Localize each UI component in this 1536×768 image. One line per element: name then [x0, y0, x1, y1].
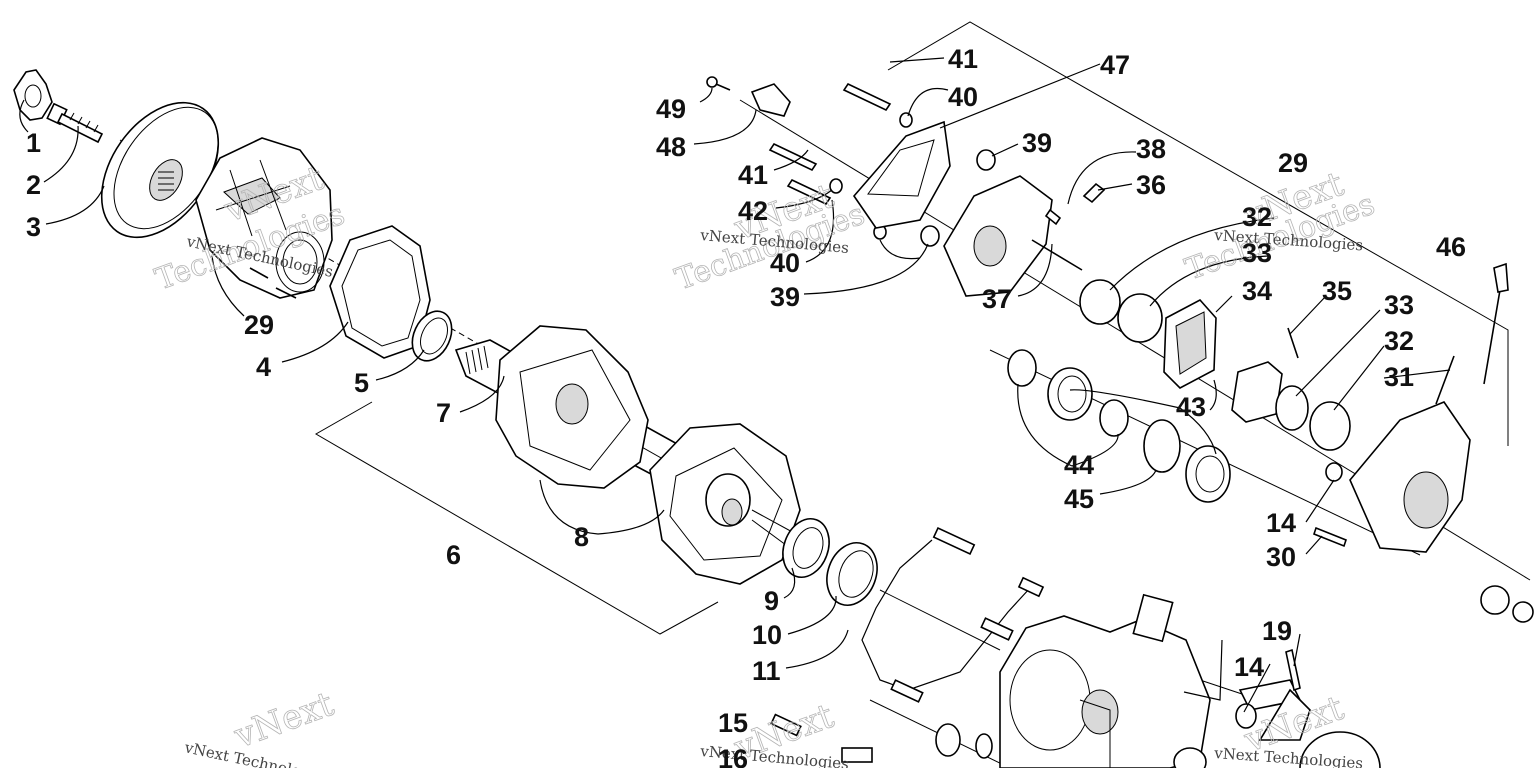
part-wire-bracket: [861, 526, 1045, 703]
callout: 32: [1384, 326, 1414, 356]
callout: 48: [656, 132, 686, 162]
callout: 46: [1436, 232, 1466, 262]
part-gearbox: [999, 593, 1223, 768]
callout: 29: [1278, 148, 1308, 178]
callout: 49: [656, 94, 686, 124]
callout: 45: [1064, 484, 1094, 514]
callout: 7: [436, 398, 451, 428]
callout: 41: [738, 160, 768, 190]
callout: 31: [1384, 362, 1414, 392]
part-bottom-fittings: [770, 585, 1534, 768]
callout: 19: [1262, 616, 1292, 646]
callout: 2: [26, 170, 41, 200]
callout: 34: [1242, 276, 1272, 306]
callout: 35: [1322, 276, 1352, 306]
callout: 40: [948, 82, 978, 112]
callout: 44: [1064, 450, 1094, 480]
callout: 39: [770, 282, 800, 312]
callout: 38: [1136, 134, 1166, 164]
part-castle-nut: [13, 69, 53, 121]
part-gasket: [329, 225, 431, 359]
callout: 41: [948, 44, 978, 74]
callout: 42: [738, 196, 768, 226]
part-fittings-14-30: [1313, 462, 1347, 548]
callout: 43: [1176, 392, 1206, 422]
callout: 11: [752, 656, 781, 686]
part-caliper-bracket-47: [852, 120, 951, 229]
part-washers-40-39: [829, 112, 996, 247]
callout: 1: [26, 128, 41, 158]
callout: 3: [26, 212, 41, 242]
callout: 16: [718, 744, 748, 768]
assembly-brackets: [314, 21, 1509, 635]
callout: 39: [1022, 128, 1052, 158]
part-piston-32: [1079, 279, 1163, 343]
callouts: 1 2 3 29 4 5 7 8 6 9 10 11 15 16 49 48 4…: [26, 44, 1466, 768]
part-bearings-43-44-45: [1007, 349, 1231, 503]
callout: 29: [244, 310, 274, 340]
callout: 30: [1266, 542, 1296, 572]
part-bolt-49: [706, 76, 731, 91]
callout: 47: [1100, 50, 1130, 80]
callout: 5: [354, 368, 369, 398]
part-seal-ring: [411, 310, 453, 362]
callout: 33: [1384, 290, 1414, 320]
part-caliper-housing: [943, 175, 1083, 297]
callout: 15: [718, 708, 748, 738]
callout: 36: [1136, 170, 1166, 200]
callout: 14: [1234, 652, 1264, 682]
callout: 32: [1242, 202, 1272, 232]
callout: 4: [256, 352, 271, 382]
callout: 10: [752, 620, 782, 650]
part-brake-pad-34: [1163, 298, 1217, 389]
callout: 8: [574, 522, 589, 552]
part-rings-33: [1275, 385, 1351, 451]
callout: 14: [1266, 508, 1296, 538]
callout: 37: [982, 284, 1012, 314]
part-sprocket-right: [649, 423, 801, 585]
watermark-vnext-4: vNext: [228, 684, 339, 757]
part-pin-38-36: [1044, 182, 1106, 226]
part-sprocket-left: [495, 325, 649, 489]
callout: 9: [764, 586, 779, 616]
part-bolt: [46, 102, 104, 144]
part-caliper-body-31: [1349, 262, 1509, 553]
part-clutch-cover: [195, 137, 333, 299]
callout: 40: [770, 248, 800, 278]
callout: 33: [1242, 238, 1272, 268]
leader-lines: [19, 57, 1451, 713]
part-bracket-48: [750, 83, 791, 117]
part-ring-small: [782, 518, 830, 578]
part-pad-plate: [1231, 327, 1299, 423]
callout: 6: [446, 540, 461, 570]
part-bearing-lower: [826, 542, 878, 606]
